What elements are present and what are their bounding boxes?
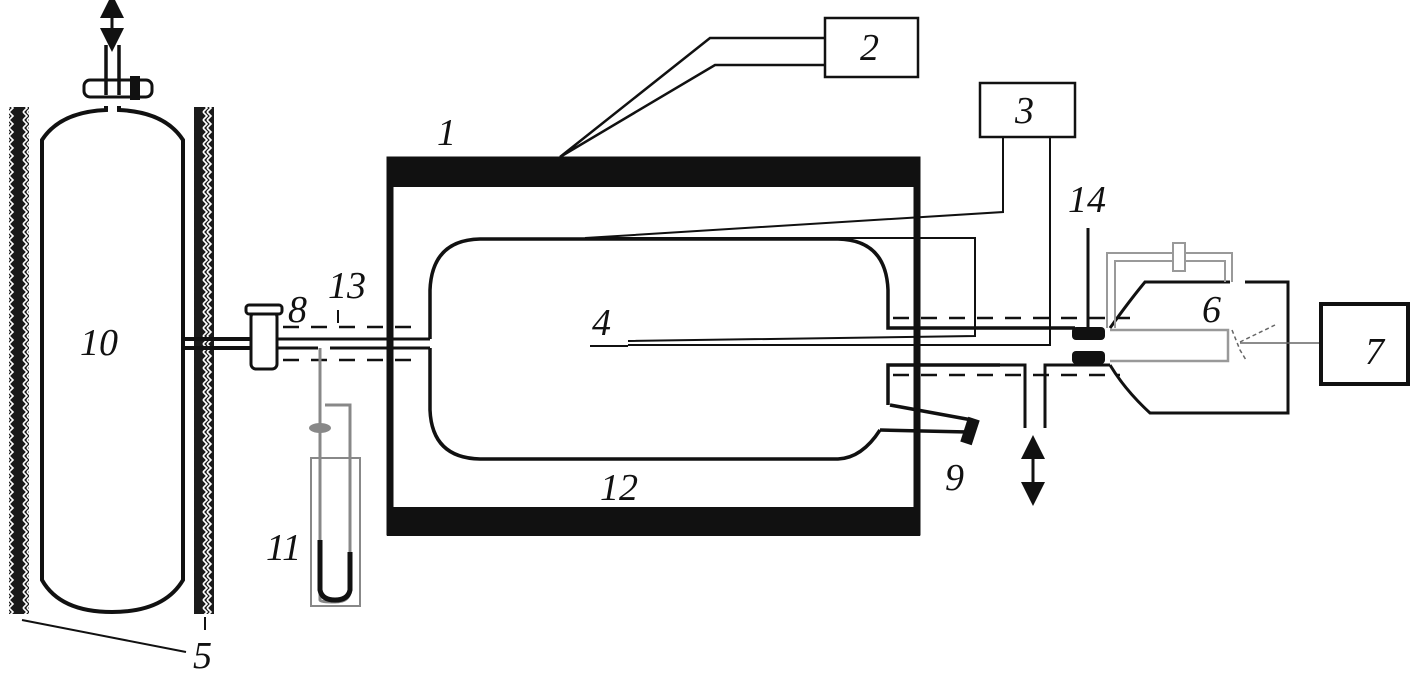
cylinder <box>40 106 250 615</box>
port-9-cap <box>960 416 980 446</box>
wire-3 <box>584 137 1051 347</box>
leader-2 <box>559 36 825 159</box>
heater-left <box>9 107 29 614</box>
label-7: 7 <box>1365 331 1386 373</box>
cylinder-neck <box>104 45 121 95</box>
manometer-outer <box>310 457 361 607</box>
seal-top <box>1072 327 1105 340</box>
dashes <box>283 316 1130 377</box>
label-12: 12 <box>600 467 638 509</box>
box-3 <box>978 81 1077 139</box>
valve-8 <box>249 310 279 371</box>
furnace-top-band <box>387 157 920 187</box>
bulb <box>428 237 1075 461</box>
label-13: 13 <box>328 265 366 307</box>
label-5: 5 <box>193 635 212 676</box>
label-4: 4 <box>592 302 611 344</box>
heater-right <box>194 107 214 614</box>
leader-5a <box>21 619 187 653</box>
pump-line <box>1000 363 1110 428</box>
seal-bottom <box>1072 351 1105 364</box>
label-2: 2 <box>860 27 879 69</box>
pipe-13 <box>277 337 430 350</box>
cylinder-valve-knob <box>130 76 140 100</box>
label-1: 1 <box>437 112 456 154</box>
valve-8-cap <box>244 303 284 316</box>
bypass-valve <box>1172 242 1186 272</box>
chamber-bypass <box>1106 252 1233 328</box>
cylinder-valve <box>82 78 154 99</box>
manometer-liquid <box>317 540 353 603</box>
sample-tip <box>1231 324 1276 361</box>
port-9 <box>879 403 973 434</box>
box-2 <box>823 16 920 79</box>
label-6: 6 <box>1202 289 1221 331</box>
label-9: 9 <box>945 457 964 499</box>
label-8: 8 <box>288 289 307 331</box>
label-14: 14 <box>1068 179 1106 221</box>
furnace-bottom-band <box>387 507 920 536</box>
label-11: 11 <box>266 527 301 569</box>
chamber-6 <box>1108 280 1290 415</box>
chamber-tube <box>1110 328 1230 363</box>
box-7 <box>1319 302 1410 386</box>
manometer-u <box>318 348 352 604</box>
label-3: 3 <box>1014 90 1034 132</box>
manometer-stopcock <box>309 423 331 433</box>
label-10: 10 <box>80 322 118 364</box>
